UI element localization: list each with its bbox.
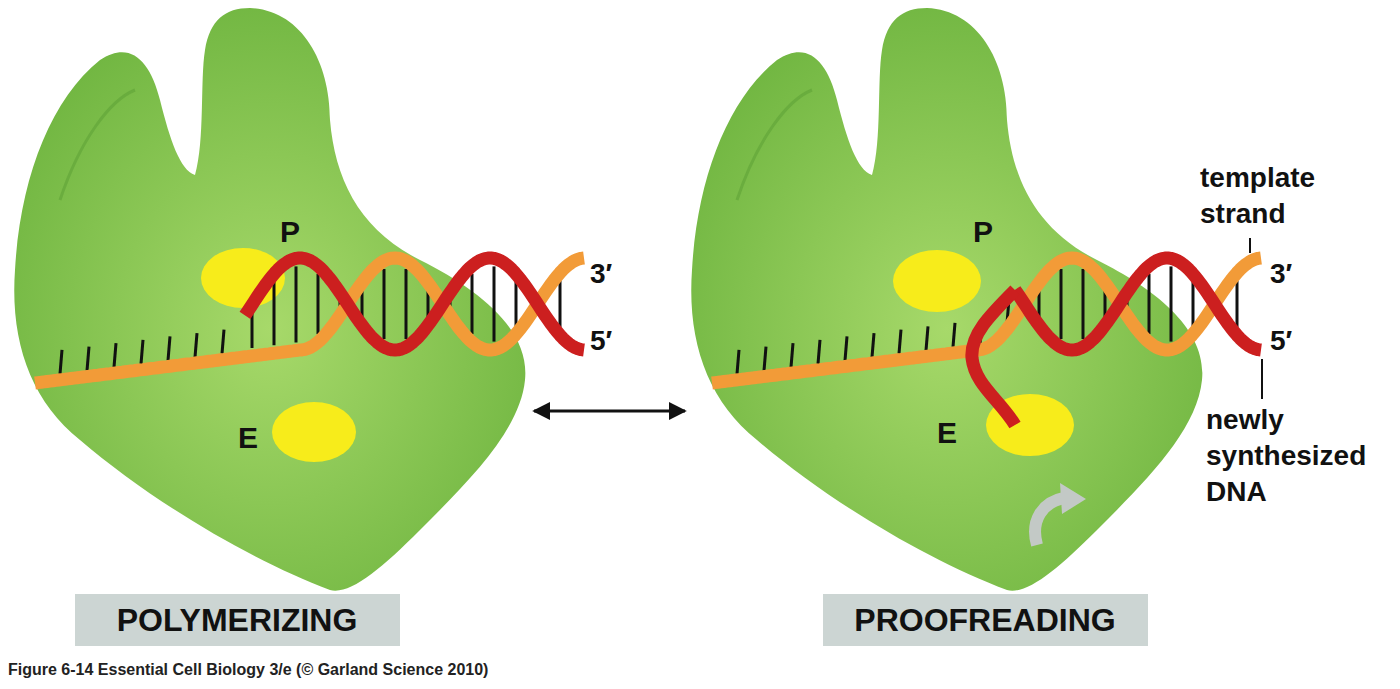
callout-label: newly synthesized DNA [1206, 402, 1396, 510]
base-pair [405, 269, 408, 339]
base [953, 323, 955, 347]
site-letter: P [280, 215, 300, 249]
base-pair [1192, 282, 1195, 326]
base-pair [1148, 274, 1151, 334]
state-band: POLYMERIZING [75, 594, 400, 646]
base-pair [1236, 281, 1239, 327]
base-pair [493, 266, 496, 341]
base [141, 340, 143, 364]
state-band: PROOFREADING [823, 594, 1148, 646]
base [872, 333, 874, 357]
base [791, 343, 793, 367]
strand-end: 3′ [590, 258, 612, 290]
base-pair [383, 269, 386, 339]
site-letter: E [238, 421, 258, 455]
active-site [272, 402, 356, 462]
polymerase-enzyme: PE [687, 2, 1209, 598]
strand-end: 3′ [1270, 258, 1292, 290]
base [899, 330, 901, 354]
strand-end: 5′ [1270, 325, 1292, 357]
band-label: PROOFREADING [854, 602, 1115, 639]
leader-line [1249, 238, 1251, 253]
base-pair [1082, 269, 1085, 339]
figure-caption: Figure 6-14 Essential Cell Biology 3/e (… [8, 661, 488, 679]
transition-arrow [534, 410, 685, 413]
base [737, 350, 739, 374]
base [168, 336, 170, 360]
enzyme-outline [10, 2, 532, 598]
base [195, 333, 197, 357]
base [60, 350, 62, 374]
site-letter: P [973, 215, 993, 249]
base-pair [273, 282, 276, 345]
callout-label: template strand [1200, 160, 1375, 232]
base [764, 347, 766, 371]
leader-line [1261, 359, 1263, 399]
enzyme-body [14, 8, 525, 591]
base-pair [1060, 269, 1063, 339]
site-letter: E [937, 416, 957, 450]
enzyme-body [691, 8, 1202, 591]
active-site [893, 250, 981, 312]
base [114, 343, 116, 367]
base-pair [515, 282, 518, 326]
base [818, 340, 820, 364]
enzyme-fold [737, 90, 812, 200]
base-pair [471, 274, 474, 334]
strand-end: 5′ [590, 325, 612, 357]
polymerase-enzyme: PE [10, 2, 532, 598]
base-pair [559, 281, 562, 327]
base [845, 336, 847, 360]
base-pair [317, 274, 320, 334]
enzyme-outline [687, 2, 1209, 598]
base-pair [1170, 266, 1173, 341]
base [926, 326, 928, 350]
enzyme-fold [60, 90, 135, 200]
base [87, 347, 89, 371]
base [222, 330, 224, 354]
base-pair [295, 266, 298, 342]
band-label: POLYMERIZING [117, 602, 358, 639]
